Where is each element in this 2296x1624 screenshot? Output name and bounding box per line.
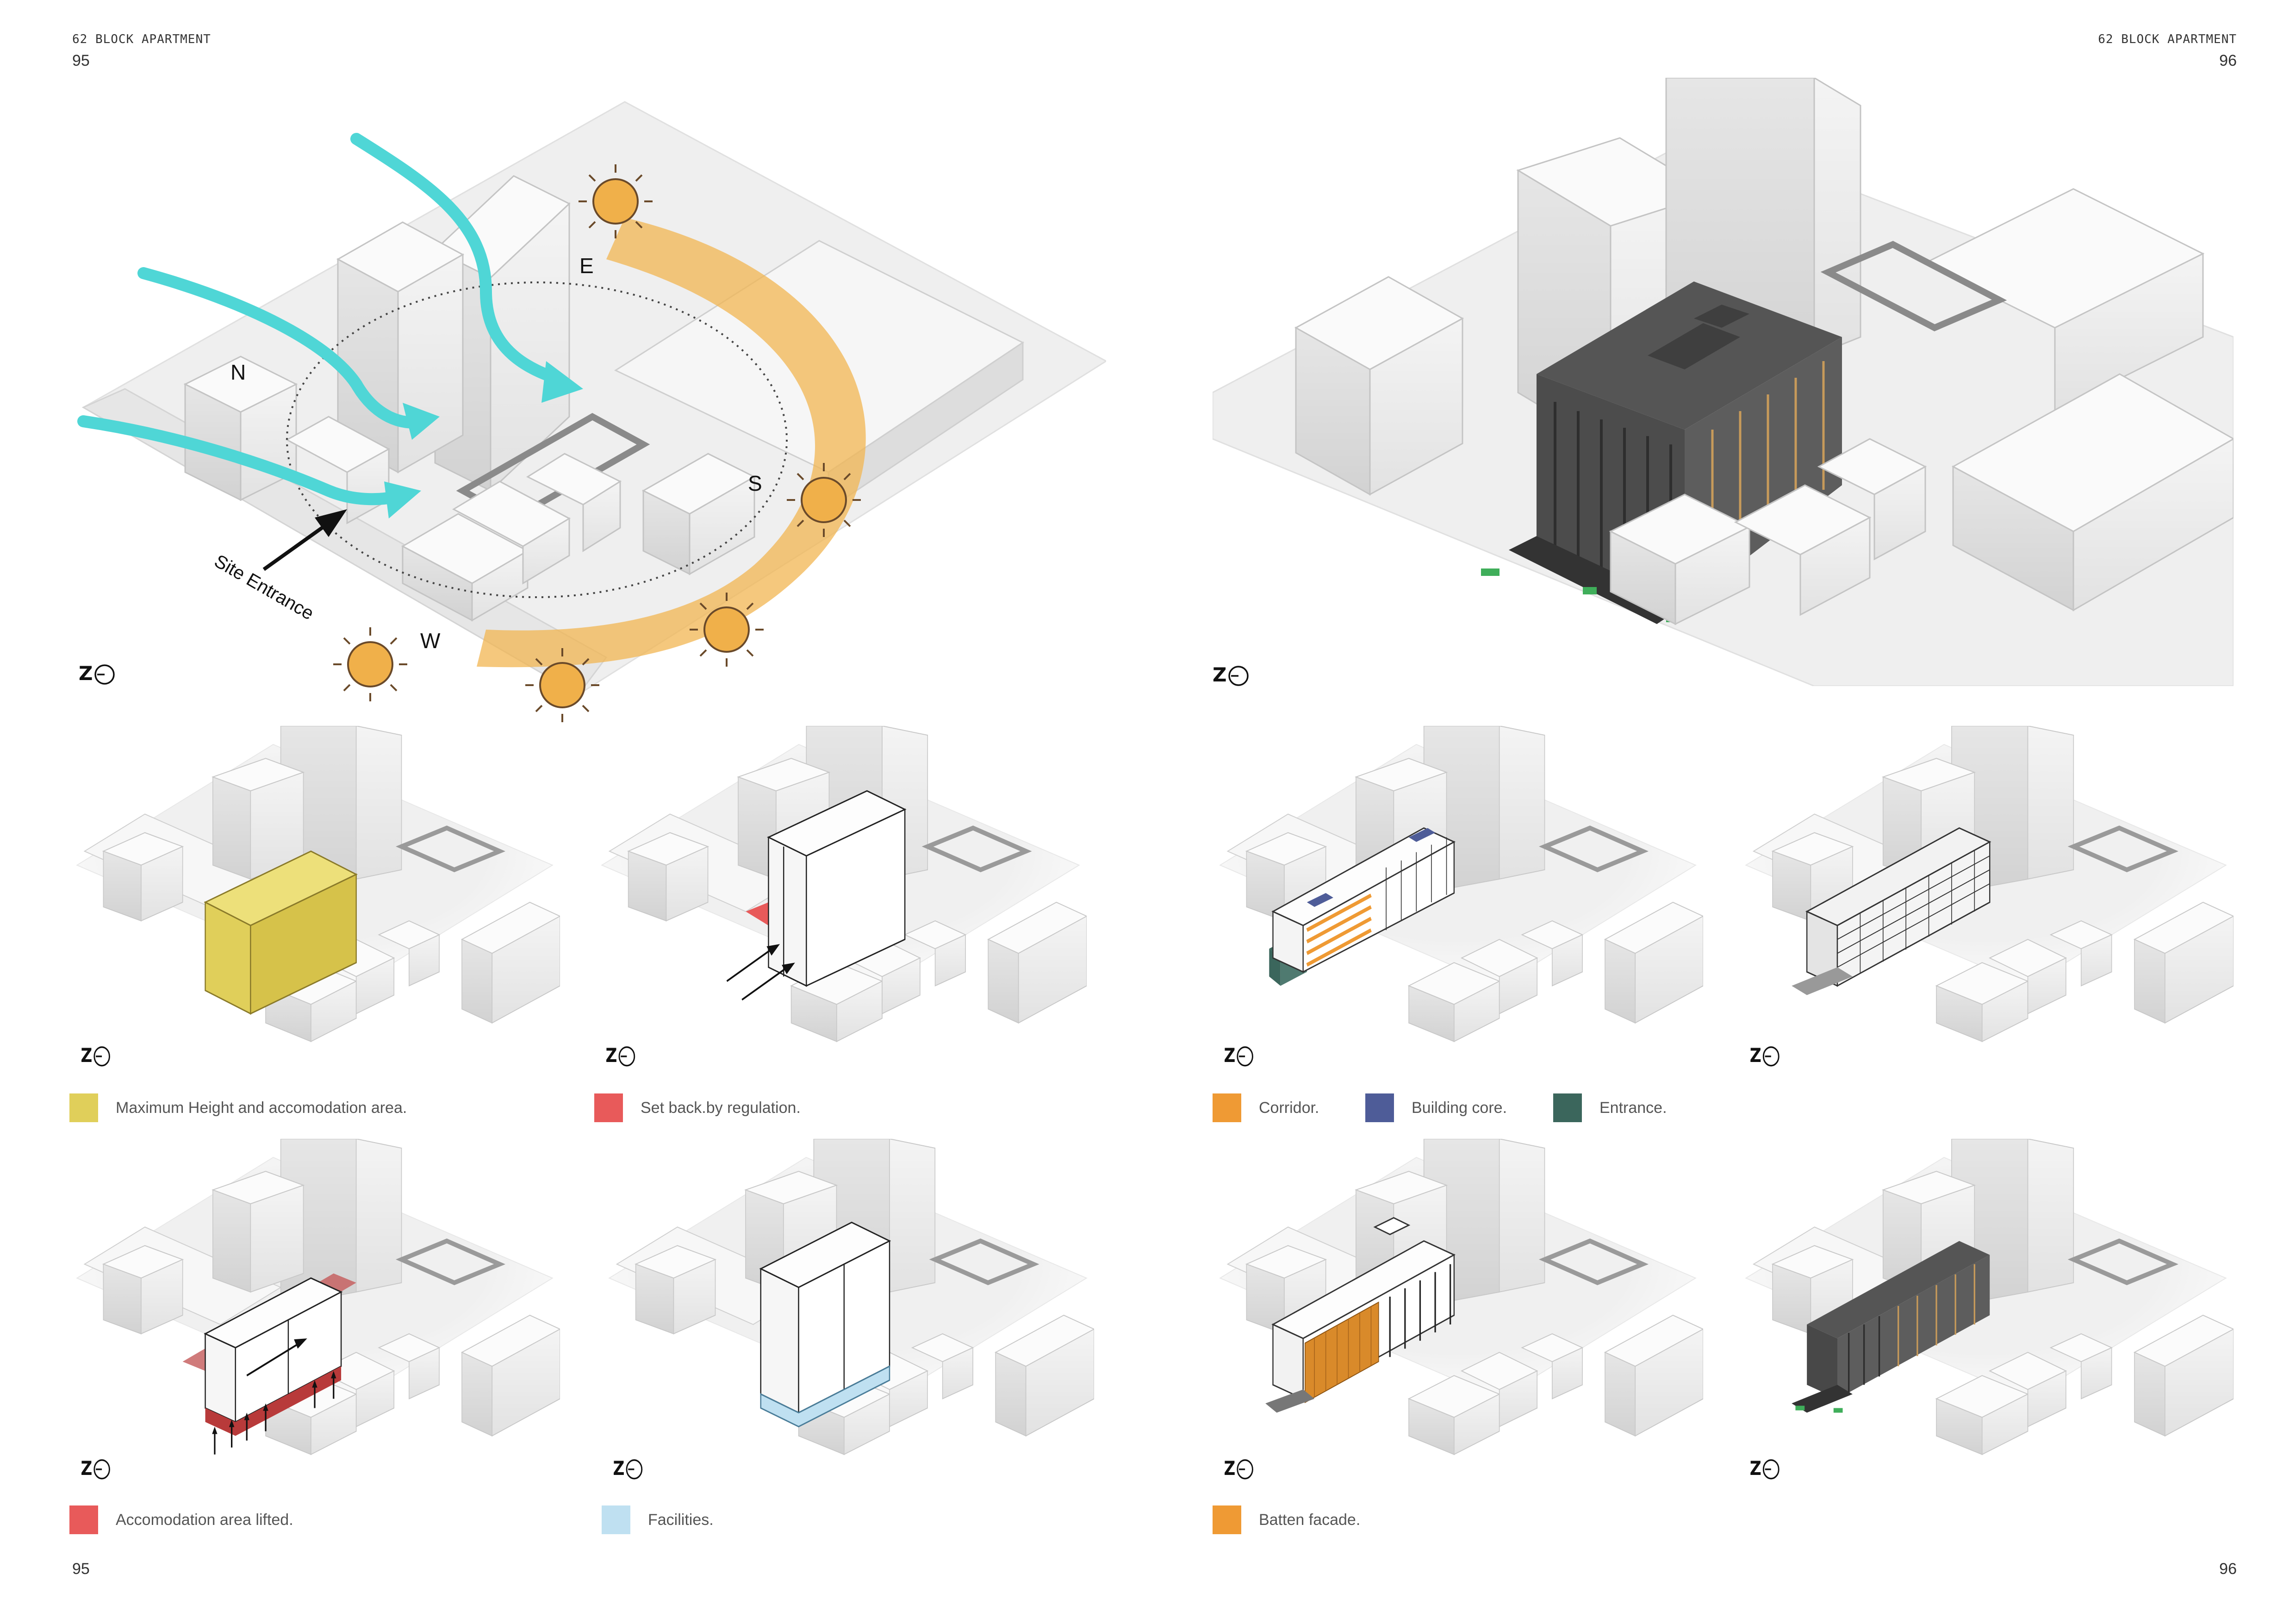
- legend-label: Set back.by regulation.: [641, 1099, 801, 1117]
- north-arrow-icon: [612, 1456, 643, 1481]
- legend-swatch: [1213, 1505, 1241, 1534]
- legend-swatch: [594, 1093, 623, 1122]
- sun-path-arc: [477, 218, 866, 668]
- legend-label: Maximum Height and accomodation area.: [116, 1099, 407, 1117]
- legend-entrance: Entrance.: [1553, 1093, 1667, 1122]
- diagram-facilities: [602, 1139, 1094, 1492]
- diagram-circulation: [1213, 726, 1703, 1079]
- north-arrow-icon: [1223, 1456, 1254, 1481]
- legend-swatch: [1365, 1093, 1394, 1122]
- legend-core: Building core.: [1365, 1093, 1507, 1122]
- diagram-structure: [1738, 726, 2234, 1079]
- running-title-right: 62 BLOCK APARTMENT: [2098, 32, 2237, 46]
- legend-lifted: Accomodation area lifted.: [69, 1505, 293, 1534]
- legend-batten: Batten facade.: [1213, 1505, 1360, 1534]
- legend-swatch: [1213, 1093, 1241, 1122]
- diagram-lifted: [69, 1139, 560, 1492]
- north-arrow-icon: [1223, 1043, 1254, 1068]
- diagram-batten-facade: [1213, 1139, 1703, 1492]
- compass-n: N: [230, 360, 246, 384]
- legend-setback: Set back.by regulation.: [594, 1093, 801, 1122]
- diagram-setback: [594, 726, 1087, 1079]
- legend-label: Building core.: [1412, 1099, 1507, 1117]
- page-number-left-top: 95: [72, 52, 90, 69]
- north-arrow-icon: [78, 661, 115, 686]
- north-arrow-icon: [80, 1043, 111, 1068]
- site-analysis-diagram: N E S W Site Entrance: [69, 83, 1106, 722]
- legend-facilities: Facilities.: [602, 1505, 714, 1534]
- legend-swatch: [602, 1505, 630, 1534]
- north-arrow-icon: [604, 1043, 635, 1068]
- legend-max-height: Maximum Height and accomodation area.: [69, 1093, 407, 1122]
- north-arrow-icon: [80, 1456, 111, 1481]
- legend-swatch: [1553, 1093, 1582, 1122]
- north-arrow-icon: [1748, 1043, 1780, 1068]
- legend-label: Facilities.: [648, 1511, 714, 1529]
- compass-e: E: [579, 254, 594, 278]
- north-arrow-icon: [1748, 1456, 1780, 1481]
- legend-label: Batten facade.: [1259, 1511, 1361, 1529]
- page-number-right-bottom: 96: [2219, 1560, 2237, 1578]
- diagram-max-height: [69, 726, 560, 1079]
- diagram-final-render: [1738, 1139, 2234, 1492]
- running-title-left: 62 BLOCK APARTMENT: [72, 32, 211, 46]
- site-entrance-label: Site Entrance: [211, 551, 317, 624]
- wind-arrows: [77, 133, 566, 506]
- page-number-left-bottom: 95: [72, 1560, 90, 1578]
- legend-label: Entrance.: [1599, 1099, 1667, 1117]
- legend-swatch: [69, 1093, 98, 1122]
- legend-label: Corridor.: [1259, 1099, 1319, 1117]
- legend-label: Accomodation area lifted.: [116, 1511, 293, 1529]
- compass-w: W: [420, 629, 441, 653]
- compass-s: S: [748, 471, 762, 495]
- site-boundary: [286, 281, 788, 598]
- legend-swatch: [69, 1505, 98, 1534]
- final-building-render: [1213, 78, 2234, 686]
- sun-icon: [332, 626, 408, 702]
- north-arrow-icon: [1213, 662, 1249, 686]
- page-number-right-top: 96: [2219, 52, 2237, 69]
- legend-corridor: Corridor.: [1213, 1093, 1319, 1122]
